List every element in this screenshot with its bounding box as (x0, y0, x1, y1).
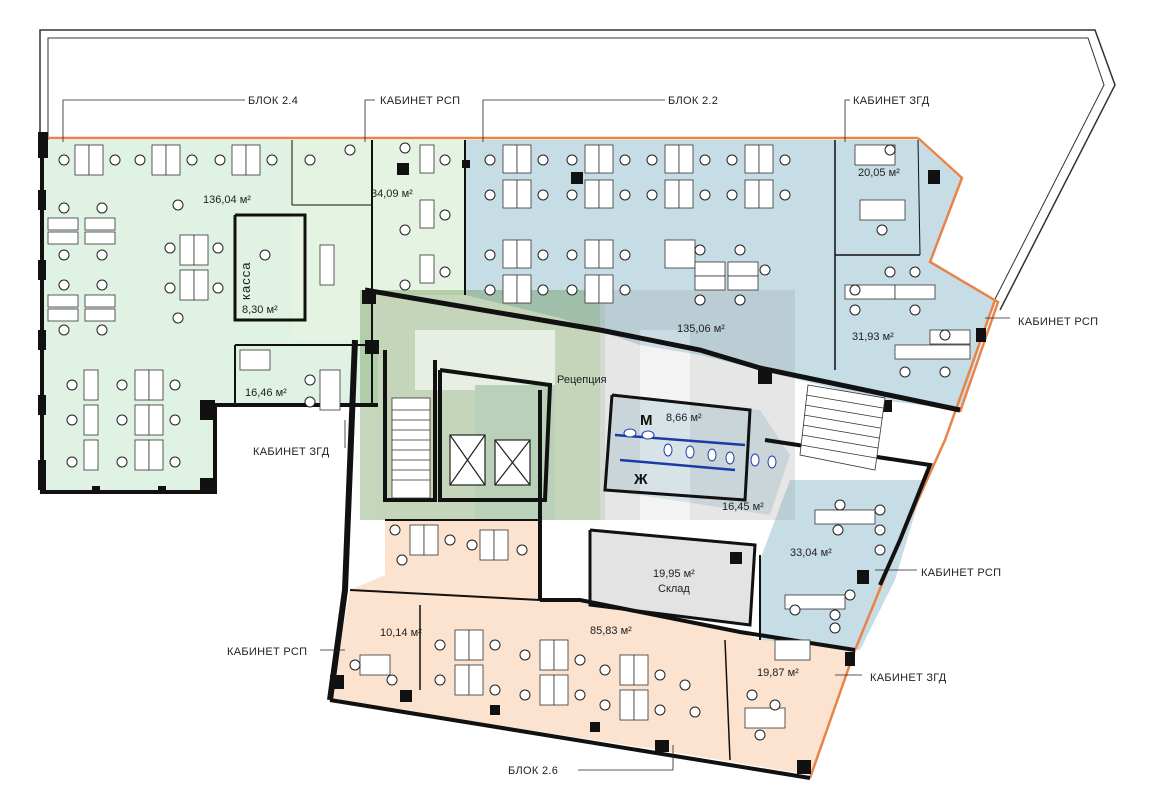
zone-block-2-4 (42, 140, 465, 490)
area-135-06: 135,06 м² (677, 323, 725, 335)
elevators (449, 434, 531, 486)
label-office-rsp-right-mid: КАБИНЕТ РСП (921, 567, 1001, 579)
area-19-95: 19,95 м² (653, 568, 695, 580)
area-labels: 136,04 м² 34,09 м² 20,05 м² 8,30 м² 135,… (203, 167, 900, 679)
room-wc-women: Ж (633, 471, 648, 488)
area-8-66: 8,66 м² (666, 412, 702, 424)
room-reception: Рецепция (557, 374, 607, 386)
callout-labels: БЛОК 2.4 КАБИНЕТ РСП БЛОК 2.2 КАБИНЕТ ЗГ… (227, 95, 1098, 777)
label-office-rsp-right-top: КАБИНЕТ РСП (1018, 316, 1098, 328)
area-85-83: 85,83 м² (590, 625, 632, 637)
area-34-09: 34,09 м² (371, 188, 413, 200)
zone-block-2-6 (330, 520, 855, 775)
label-block-2-6: БЛОК 2.6 (508, 765, 558, 777)
stairs-right (799, 384, 886, 471)
area-10-14: 10,14 м² (380, 627, 422, 639)
room-kassa: касса (238, 262, 253, 300)
area-19-87: 19,87 м² (757, 667, 799, 679)
area-20-05: 20,05 м² (858, 167, 900, 179)
area-33-04: 33,04 м² (790, 547, 832, 559)
room-wc-men: М (640, 412, 653, 429)
room-storage: Склад (658, 583, 690, 595)
leader-lines (62, 99, 1010, 771)
label-office-zgd-right-bottom: КАБИНЕТ ЗГД (870, 672, 947, 684)
zone-wc (605, 395, 790, 515)
terrace-outline (39, 29, 1116, 311)
area-16-46: 16,46 м² (245, 387, 287, 399)
label-office-rsp-top: КАБИНЕТ РСП (380, 95, 460, 107)
furniture (47, 142, 971, 741)
wc-fixtures (614, 428, 777, 472)
area-31-93: 31,93 м² (852, 331, 894, 343)
room-names: касса Рецепция Склад М Ж (238, 262, 690, 595)
label-office-zgd-left: КАБИНЕТ ЗГД (253, 446, 330, 458)
area-8-30: 8,30 м² (242, 304, 278, 316)
label-block-2-2: БЛОК 2.2 (668, 95, 718, 107)
area-16-45: 16,45 м² (722, 501, 764, 513)
label-office-rsp-left-bottom: КАБИНЕТ РСП (227, 646, 307, 658)
stairs-left (391, 397, 431, 499)
zone-storage (590, 530, 755, 625)
label-office-zgd-top: КАБИНЕТ ЗГД (853, 95, 930, 107)
label-block-2-4: БЛОК 2.4 (248, 95, 298, 107)
area-136-04: 136,04 м² (203, 194, 251, 206)
